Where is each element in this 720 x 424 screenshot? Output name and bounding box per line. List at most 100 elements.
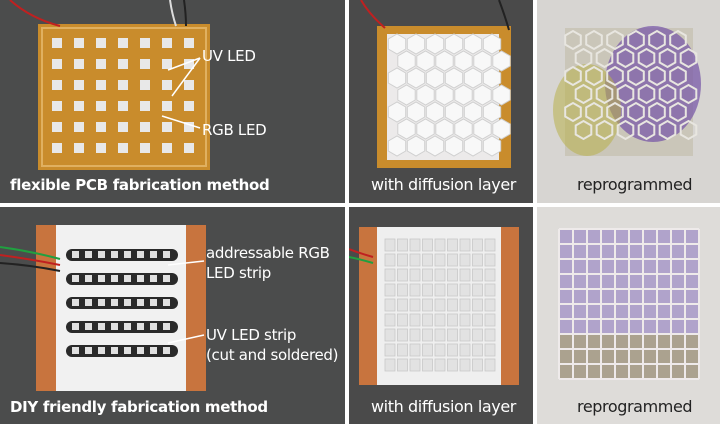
led-pad — [184, 80, 194, 90]
panel-flexible-pcb: UV LED RGB LED flexible PCB fabrication … — [0, 0, 345, 203]
strip-led — [98, 275, 105, 282]
hex-cell — [637, 83, 656, 105]
hex-cell — [648, 29, 666, 51]
grid-cell — [409, 328, 421, 342]
hex-cell — [406, 67, 426, 89]
led-pad — [140, 101, 150, 111]
hex-cell — [606, 65, 624, 87]
caption-diy-diffusion: with diffusion layer — [371, 397, 516, 416]
grid-cell — [384, 238, 396, 252]
grid-cell — [422, 343, 433, 357]
photo-flexible-pcb — [0, 0, 345, 203]
panel-pcb-diffusion: with diffusion layer — [349, 0, 533, 203]
strip-led — [111, 275, 118, 282]
hex-cell — [435, 50, 454, 72]
hex-cell — [492, 118, 511, 140]
label-rgb-strip-line2: LED strip — [206, 264, 272, 282]
hex-cell — [425, 101, 445, 123]
led-pad — [74, 101, 84, 111]
grid-cell — [447, 268, 458, 282]
hex-cell — [387, 101, 407, 123]
hex-cell — [616, 47, 635, 69]
grid-cell — [397, 358, 408, 372]
led-pad — [184, 59, 194, 69]
hex-cell — [473, 118, 492, 140]
panel-pcb-reprogrammed: reprogrammed — [537, 0, 720, 203]
photo-diy-reprogrammed — [537, 207, 720, 424]
hex-cell — [616, 83, 635, 105]
strip-led — [163, 323, 170, 330]
led-pad — [184, 122, 194, 132]
led-pad — [140, 80, 150, 90]
grid-cell — [434, 238, 446, 252]
led-pad — [184, 101, 194, 111]
photo-pcb-diffusion — [349, 0, 533, 203]
hex-cell — [564, 29, 582, 51]
grid-cell — [472, 268, 483, 282]
grid-cell — [422, 328, 433, 342]
hex-cell — [669, 65, 687, 87]
strip-led — [150, 251, 157, 258]
grid-cell — [434, 313, 446, 327]
strip-led — [150, 323, 157, 330]
hex-cell — [492, 84, 511, 106]
strip-led — [85, 275, 92, 282]
hex-cell — [658, 83, 677, 105]
strip-led — [124, 275, 131, 282]
grid-cell — [434, 268, 446, 282]
hex-cell — [627, 65, 645, 87]
grid-cell — [447, 343, 458, 357]
hex-cell — [627, 101, 645, 123]
grid-cell — [409, 298, 421, 312]
caption-pcb-reprogrammed: reprogrammed — [577, 175, 693, 194]
hex-cell — [463, 101, 483, 123]
grid-cell — [422, 238, 433, 252]
led-pad — [184, 38, 194, 48]
led-pad — [96, 122, 106, 132]
led-pad — [52, 38, 62, 48]
grid-cell — [422, 298, 433, 312]
hex-cell — [658, 47, 677, 69]
led-strip — [66, 321, 178, 333]
grid-cell — [459, 343, 471, 357]
led-pad — [74, 38, 84, 48]
grid-cell — [409, 343, 421, 357]
hex-cell — [406, 33, 426, 55]
hex-cell — [406, 135, 426, 157]
strip-led — [111, 299, 118, 306]
grid-cell — [472, 343, 483, 357]
hex-cell — [463, 135, 483, 157]
hex-cell — [637, 119, 656, 141]
hex-cell — [444, 67, 464, 89]
photo-diy-diffusion — [349, 207, 533, 424]
grid-cell — [484, 343, 496, 357]
hex-cell — [679, 47, 698, 69]
led-pad — [162, 80, 172, 90]
strip-led — [137, 323, 144, 330]
hex-cell — [416, 118, 435, 140]
grid-cell — [472, 238, 483, 252]
grid-cell — [397, 238, 408, 252]
grid-cell — [459, 238, 471, 252]
grid-cell — [409, 268, 421, 282]
grid-cell — [409, 283, 421, 297]
led-pad — [52, 101, 62, 111]
grid-cell — [422, 283, 433, 297]
hex-cell — [627, 29, 645, 51]
hex-cell — [387, 67, 407, 89]
led-pad — [74, 143, 84, 153]
grid-cell — [434, 253, 446, 267]
hex-cell — [669, 101, 687, 123]
label-uv-led: UV LED — [202, 47, 256, 65]
hex-cell — [473, 50, 492, 72]
strip-led — [98, 347, 105, 354]
label-rgb-strip-line1: addressable RGB — [206, 244, 330, 262]
grid-cell — [409, 313, 421, 327]
strip-led — [124, 323, 131, 330]
hex-cell — [679, 83, 698, 105]
photo-diy — [0, 207, 345, 424]
led-strip — [66, 345, 178, 357]
grid-cell — [459, 283, 471, 297]
led-pad — [162, 122, 172, 132]
strip-led — [150, 299, 157, 306]
